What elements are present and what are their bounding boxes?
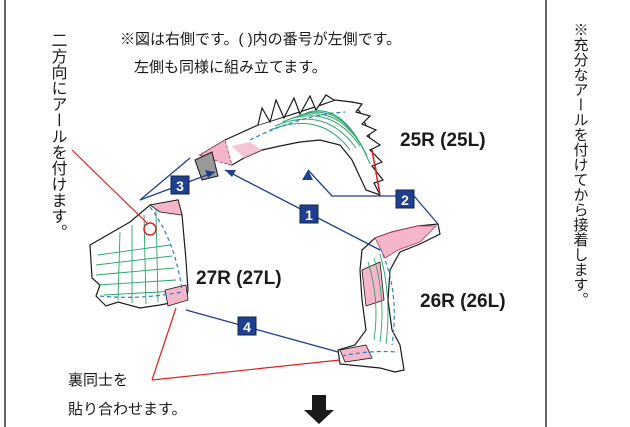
- note-pointer-lines: [71, 149, 341, 381]
- step-1-number: 1: [305, 207, 313, 223]
- note-top-line2: 左側も同様に組み立てます。: [134, 59, 327, 76]
- arrowheads: [205, 170, 313, 180]
- step-box-3: 3: [170, 175, 190, 195]
- part-26-label: 26R (26L): [420, 291, 506, 312]
- note-vertical-left: 二方向にアールを付けます。: [49, 32, 68, 240]
- note-vertical-right: ※充分なアールを付けてから接着します。: [572, 22, 589, 307]
- down-arrow-icon: [304, 395, 334, 424]
- step-box-1: 1: [299, 204, 319, 224]
- step-box-4: 4: [237, 316, 257, 336]
- part-27-shape: [89, 199, 189, 309]
- part-25-shape: [198, 94, 384, 196]
- step-2-number: 2: [401, 192, 409, 208]
- step-4-number: 4: [243, 319, 251, 335]
- part-26-shape: [337, 223, 441, 373]
- note-bottom-line2: 貼り合わせます。: [68, 401, 187, 418]
- note-top-line1: ※図は右側です。( )内の番号が左側です。: [120, 31, 401, 48]
- part-27-label: 27R (27L): [196, 268, 282, 289]
- step-box-2: 2: [395, 189, 415, 209]
- note-bottom-line1: 裏同士を: [68, 371, 128, 389]
- part-25-label: 25R (25L): [400, 130, 486, 151]
- step-3-number: 3: [176, 178, 184, 194]
